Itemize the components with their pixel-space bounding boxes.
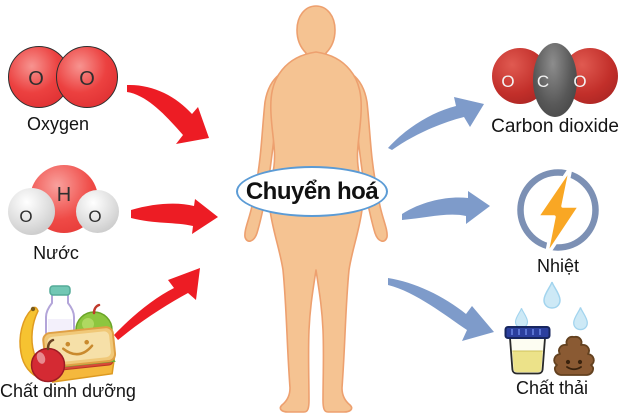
red-apple-icon [30, 338, 66, 383]
waste-label: Chất thải [515, 378, 589, 398]
metabolism-ellipse: Chuyển hoá [236, 166, 388, 217]
lightning-bolt-icon [535, 165, 582, 259]
co2-atom-label: C [536, 72, 550, 91]
water-drop-icon [543, 281, 561, 309]
output-arrow-waste [388, 278, 494, 341]
co2-atom-label: O [501, 72, 515, 91]
input-arrow-water [131, 199, 218, 234]
water-side-sphere [76, 190, 119, 233]
input-arrow-oxygen [127, 84, 209, 144]
water-label: Nước [33, 243, 79, 263]
nutrients-label: Chất dinh dưỡng [0, 381, 136, 401]
water-drop-icon [573, 307, 588, 331]
water-atom-label: O [88, 207, 102, 226]
heat-ring [517, 169, 599, 251]
carbon-dioxide-molecule: O C O [490, 43, 620, 117]
co2-atom-label: O [573, 72, 587, 91]
output-arrow-heat [402, 191, 490, 224]
oxygen-atom-label: O [28, 68, 44, 90]
oxygen-atom-sphere [56, 46, 118, 108]
nutrients-icon [19, 285, 117, 383]
metabolism-label: Chuyển hoá [245, 177, 379, 205]
milk-bottle-icon [45, 285, 75, 338]
heat-label: Nhiệt [536, 256, 580, 276]
co2-carbon-sphere [533, 43, 577, 117]
oxygen-label: Oxygen [26, 114, 90, 134]
feces-icon [553, 335, 595, 376]
oxygen-atom-label: O [79, 68, 95, 90]
output-arrow-co2 [388, 97, 484, 150]
heat-lightning-icon [517, 165, 599, 259]
input-arrow-nutrients [114, 268, 200, 340]
water-molecule: H O O [8, 162, 120, 242]
water-atom-label: H [56, 184, 72, 206]
body-torso-legs [268, 51, 364, 413]
body-head [296, 5, 336, 60]
water-side-sphere [8, 188, 55, 235]
oxygen-molecule: O O [8, 42, 120, 112]
water-atom-label: O [19, 207, 33, 226]
carbon-dioxide-label: Carbon dioxide [491, 116, 619, 137]
urine-cup-icon [504, 326, 551, 375]
